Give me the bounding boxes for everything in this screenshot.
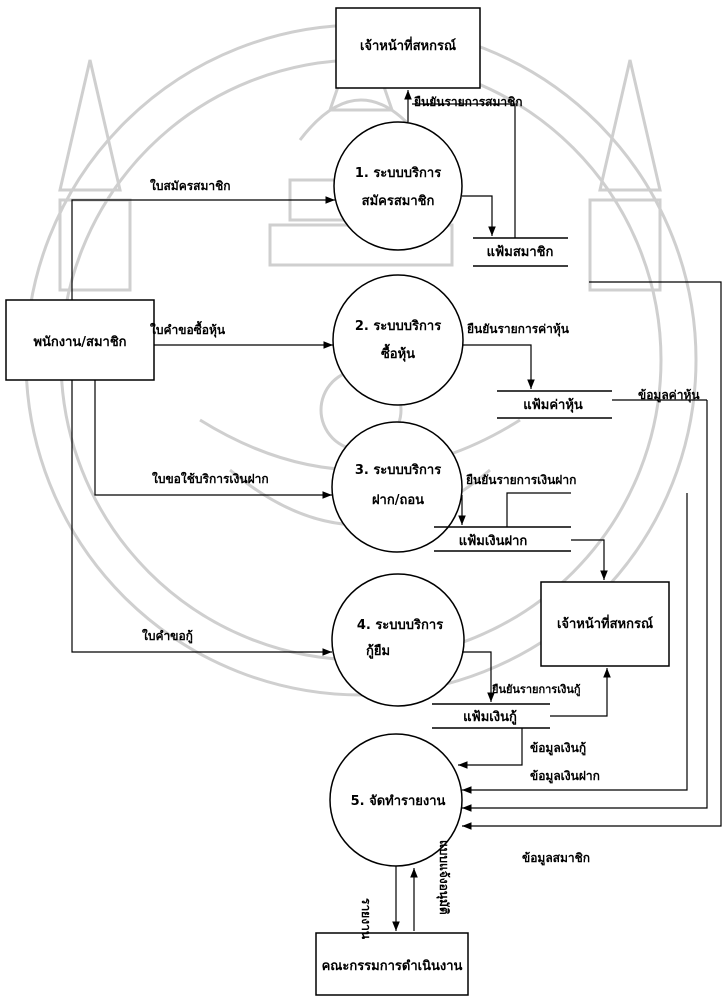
datastore-member-file: แฟ้มสมาชิก xyxy=(473,237,568,267)
label-approval-form: แบบแจ้งอนุมัติ xyxy=(436,840,451,915)
entity-staff-mid-label: เจ้าหน้าที่สหกรณ์ xyxy=(557,614,653,632)
flow-confirm-deposit-bracket xyxy=(506,492,571,527)
label-loan-data: ข้อมูลเงินกู้ xyxy=(530,741,586,756)
process-1-number: 1. ระบบบริการ xyxy=(355,166,441,181)
flow-confirm-share xyxy=(463,344,535,389)
entity-member-label: พนักงาน/สมาชิก xyxy=(33,335,126,350)
flow-deposit-to-staff xyxy=(571,539,608,580)
datastore-share-file-label: แฟ้มค่าหุ้น xyxy=(523,397,583,413)
flow-apply-form xyxy=(71,196,335,300)
flow-confirm-member-line xyxy=(412,103,516,238)
flow-loan-data xyxy=(458,728,523,769)
entity-staff-top: เจ้าหน้าที่สหกรณ์ xyxy=(335,7,481,89)
label-confirm-loan: ยืนยันรายการเงินกู้ xyxy=(491,683,580,697)
process-4: 4. ระบบบริการ กู้ยืม xyxy=(331,573,465,707)
process-4-number: 4. ระบบบริการ xyxy=(357,618,443,633)
flow-confirm-loan xyxy=(462,651,495,702)
entity-member: พนักงาน/สมาชิก xyxy=(5,299,155,381)
label-buy-share-form: ใบคำขอซื้อหุ้น xyxy=(150,320,226,338)
flow-member-data xyxy=(462,281,722,830)
process-2: 2. ระบบบริการ ซื้อหุ้น xyxy=(332,274,464,406)
flow-loan-form xyxy=(71,380,332,656)
flow-deposit-form xyxy=(94,380,332,499)
process-3: 3. ระบบบริการ ฝาก/ถอน xyxy=(331,421,463,553)
label-deposit-data: ข้อมูลเงินฝาก xyxy=(530,769,600,784)
datastore-loan-file-label: แฟ้มเงินกู้ xyxy=(463,709,517,725)
label-loan-form: ใบคำขอกู้ xyxy=(142,628,193,644)
entity-staff-top-label: เจ้าหน้าที่สหกรณ์ xyxy=(360,36,456,54)
flow-deposit-data xyxy=(462,493,688,794)
label-report: รายงาน xyxy=(359,898,373,940)
process-2-number: 2. ระบบบริการ xyxy=(355,319,441,334)
label-member-data: ข้อมูลสมาชิก xyxy=(522,851,590,866)
entity-committee: คณะกรรมการดำเนินงาน xyxy=(315,932,469,996)
flow-share-data xyxy=(462,400,708,812)
datastore-deposit-file-label: แฟ้มเงินฝาก xyxy=(459,533,528,549)
datastore-member-file-label: แฟ้มสมาชิก xyxy=(487,244,554,260)
process-2-name: ซื้อหุ้น xyxy=(381,343,415,362)
entity-committee-label: คณะกรรมการดำเนินงาน xyxy=(322,958,463,974)
process-4-name: กู้ยืม xyxy=(366,643,390,659)
label-confirm-deposit: ยืนยันรายการเงินฝาก xyxy=(466,473,576,487)
flow-loan-to-staff xyxy=(550,668,611,717)
process-3-name: ฝาก/ถอน xyxy=(372,493,424,508)
process-5-name: 5. จัดทำรายงาน xyxy=(351,793,446,809)
datastore-share-file: แฟ้มค่าหุ้น xyxy=(497,390,612,419)
flow-to-member-file xyxy=(462,195,496,236)
process-1-name: สมัครสมาชิก xyxy=(362,194,435,209)
datastore-deposit-file: แฟ้มเงินฝาก xyxy=(434,526,571,552)
entity-staff-mid: เจ้าหน้าที่สหกรณ์ xyxy=(540,581,670,667)
label-confirm-member: ยืนยันรายการสมาชิก xyxy=(414,95,523,109)
label-confirm-share: ยืนยันรายการค่าหุ้น xyxy=(467,322,570,337)
process-1: 1. ระบบบริการ สมัครสมาชิก xyxy=(333,121,463,251)
label-deposit-form: ใบขอใช้บริการเงินฝาก xyxy=(152,471,269,486)
process-5: 5. จัดทำรายงาน xyxy=(329,733,463,867)
datastore-loan-file: แฟ้มเงินกู้ xyxy=(432,703,550,729)
label-share-data: ข้อมูลค่าหุ้น xyxy=(638,388,700,403)
label-apply-form: ใบสมัครสมาชิก xyxy=(150,178,231,193)
process-3-number: 3. ระบบบริการ xyxy=(355,463,441,478)
